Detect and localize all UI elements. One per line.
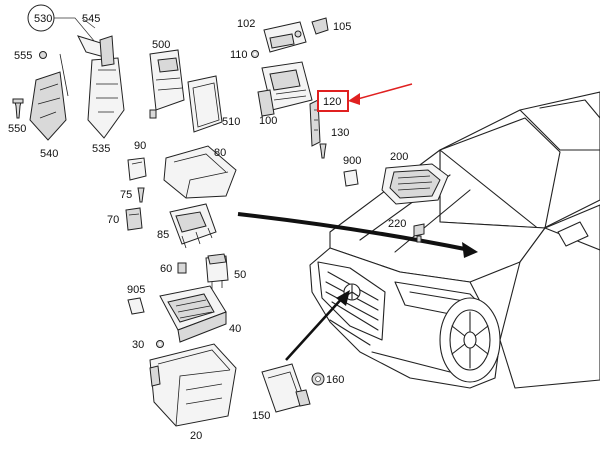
label-160: 160 <box>326 374 344 386</box>
label-510: 510 <box>222 116 240 128</box>
housing-20 <box>149 343 237 427</box>
module-150 <box>261 363 311 413</box>
screw-130 <box>319 143 327 159</box>
label-530: 530 <box>34 13 52 25</box>
label-100: 100 <box>259 115 277 127</box>
label-555: 555 <box>14 50 32 62</box>
label-90: 90 <box>134 140 146 152</box>
clip-105 <box>311 17 329 35</box>
control-unit-500 <box>149 49 185 119</box>
label-200: 200 <box>390 151 408 163</box>
fuse-box-40 <box>159 285 227 343</box>
label-80: 80 <box>214 147 226 159</box>
label-105: 105 <box>333 21 351 33</box>
screw-75 <box>137 187 145 203</box>
label-545: 545 <box>82 13 100 25</box>
label-900: 900 <box>343 155 361 167</box>
cover-510 <box>187 75 223 133</box>
label-20: 20 <box>190 430 202 442</box>
label-220: 220 <box>388 218 406 230</box>
ecu-200 <box>381 163 449 205</box>
label-70: 70 <box>107 214 119 226</box>
clip-70 <box>125 207 143 231</box>
label-110: 110 <box>230 49 248 61</box>
nut-110 <box>251 50 259 58</box>
part-labels: 530 545 555 550 540 535 500 510 102 105 … <box>8 13 408 442</box>
label-905: 905 <box>127 284 145 296</box>
fuse-60 <box>177 262 187 274</box>
label-60: 60 <box>160 263 172 275</box>
clip-900 <box>343 169 359 187</box>
label-540: 540 <box>40 148 58 160</box>
label-150: 150 <box>252 410 270 422</box>
grommet-160 <box>311 372 325 386</box>
bracket-90 <box>127 157 147 181</box>
label-120: 120 <box>323 96 341 108</box>
cover-80 <box>163 145 237 199</box>
label-75: 75 <box>120 189 132 201</box>
clip-905 <box>127 297 145 315</box>
module-100 <box>257 61 313 117</box>
label-30: 30 <box>132 339 144 351</box>
label-500: 500 <box>152 39 170 51</box>
highlight-box <box>317 90 349 112</box>
module-102 <box>263 21 307 53</box>
relay-box-85 <box>169 203 217 249</box>
label-85: 85 <box>157 229 169 241</box>
bracket-assembly <box>12 4 125 141</box>
label-535: 535 <box>92 143 110 155</box>
pointer-arrow-2 <box>285 290 350 361</box>
label-40: 40 <box>229 323 241 335</box>
label-550: 550 <box>8 123 26 135</box>
sensor-220 <box>413 223 425 243</box>
label-130: 130 <box>331 127 349 139</box>
highlight-arrow <box>348 83 413 105</box>
relay-50 <box>205 253 229 290</box>
label-50: 50 <box>234 269 246 281</box>
car-outline <box>309 91 600 389</box>
nut-30 <box>156 340 164 348</box>
pointer-arrow <box>237 212 478 258</box>
label-102: 102 <box>237 18 255 30</box>
